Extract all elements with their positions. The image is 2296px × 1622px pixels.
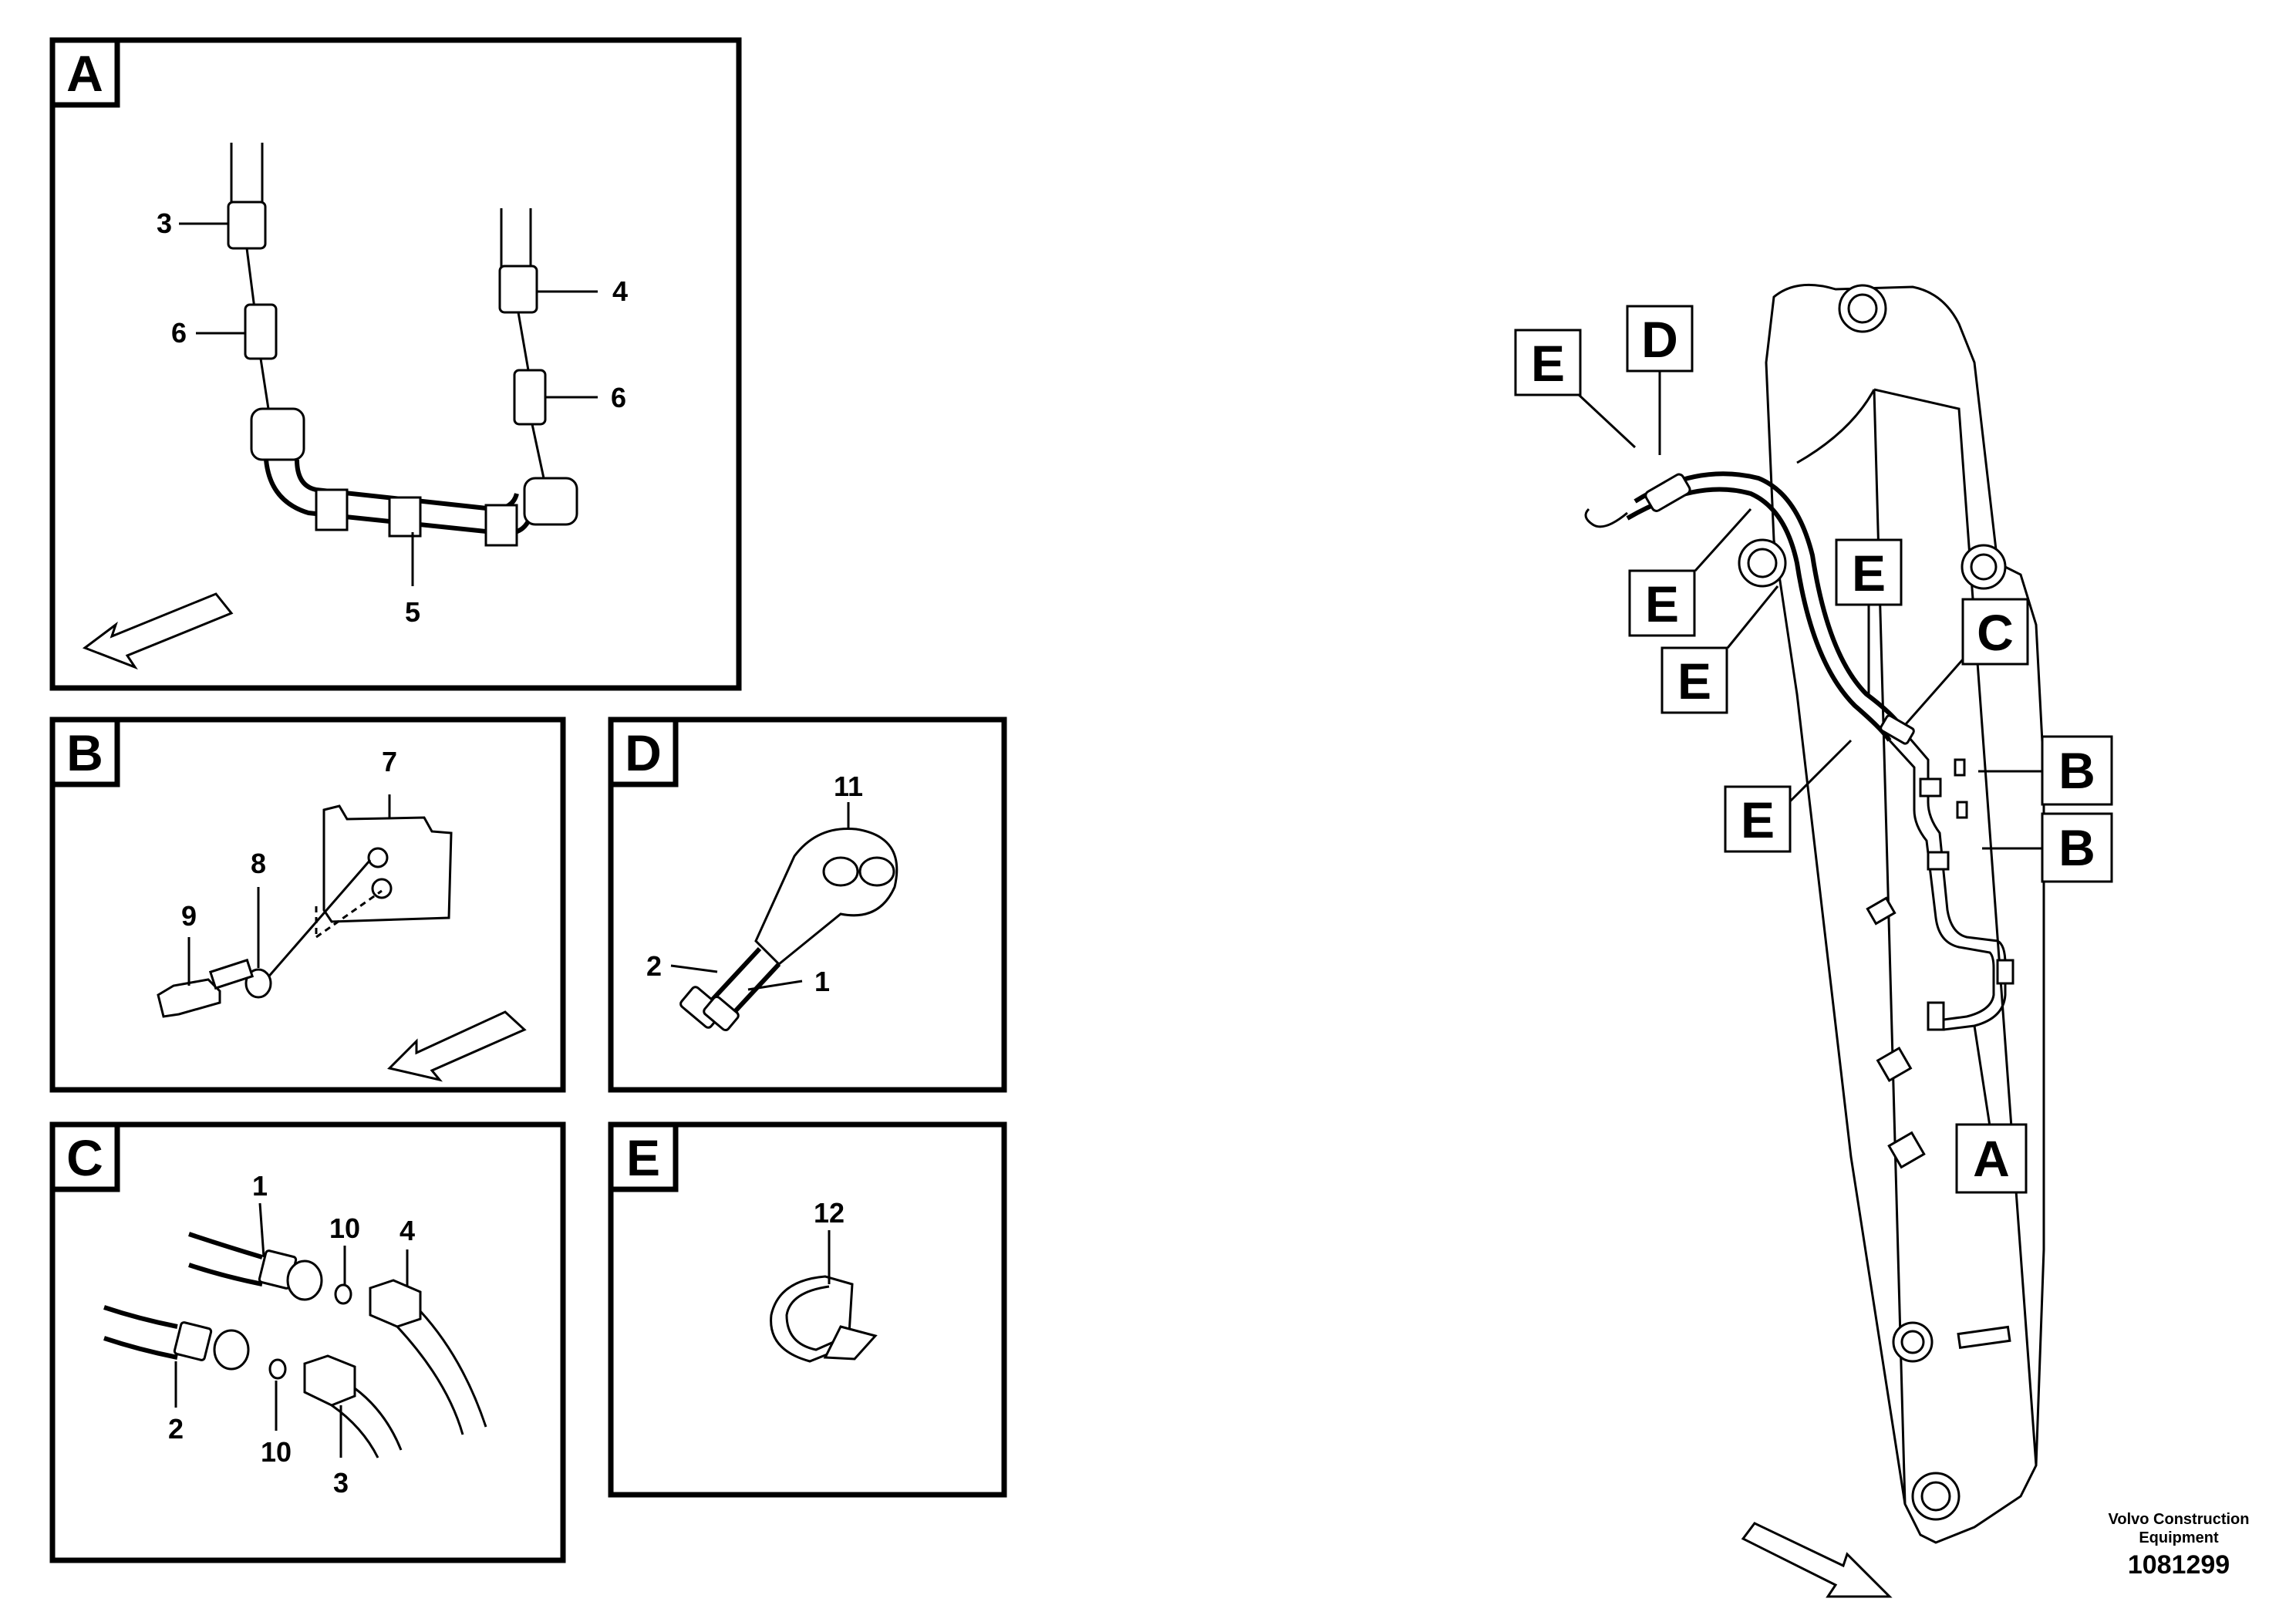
panel-a-label-5: 5 <box>405 596 420 628</box>
panel-d-label-11: 11 <box>834 771 863 802</box>
boom-callout-b1: B <box>2041 735 2113 806</box>
nut-lower-left <box>250 407 305 461</box>
svg-text:A: A <box>1973 1130 2010 1187</box>
direction-arrow-icon <box>82 592 234 670</box>
nut-part-3 <box>227 201 267 250</box>
panel-c-label-1: 1 <box>252 1170 268 1202</box>
panel-c: C 1 10 4 2 10 3 <box>49 1121 566 1563</box>
boom-pin-mid <box>1738 538 1787 588</box>
direction-arrow-icon <box>1741 1522 1893 1598</box>
boom-callout-b2: B <box>2041 812 2113 883</box>
svg-text:B: B <box>2058 819 2095 876</box>
panel-d-title: D <box>625 724 662 781</box>
panel-c-label-10-lower: 10 <box>261 1436 292 1468</box>
panel-b-tag-box <box>49 717 120 787</box>
svg-text:E: E <box>1852 545 1886 602</box>
panel-a-label-6-left: 6 <box>171 317 187 349</box>
boom-pin-lower <box>1892 1321 1934 1363</box>
panel-e: E 12 <box>608 1121 1007 1498</box>
panel-a-label-6-right: 6 <box>611 382 626 413</box>
boom-callout-e1: E <box>1514 329 1582 396</box>
boom-pin-top <box>1838 284 1887 333</box>
panel-a-label-3: 3 <box>157 207 172 239</box>
svg-text:B: B <box>2058 742 2095 799</box>
panel-e-title: E <box>626 1129 660 1186</box>
nut-lower-right <box>523 477 578 526</box>
hose-end-d <box>1644 473 1691 512</box>
panel-a-frame <box>49 37 742 691</box>
pipe-sleeve-right <box>484 504 518 547</box>
panel-a: A 3 4 6 6 5 <box>49 37 742 691</box>
direction-arrow-icon <box>387 1010 527 1082</box>
cap-part-4 <box>369 1279 422 1328</box>
company-credit: Volvo Construction Equipment <box>2108 1511 2250 1546</box>
fitting-part-1 <box>703 995 740 1032</box>
oring-part-10-upper <box>334 1283 352 1305</box>
panel-d-label-1: 1 <box>814 966 830 997</box>
adapter-part-6-left <box>244 303 278 360</box>
svg-text:E: E <box>1531 335 1565 392</box>
svg-text:E: E <box>1645 575 1679 632</box>
strap-part-12 <box>770 1275 854 1363</box>
panel-c-label-10-upper: 10 <box>329 1212 360 1244</box>
pipe-sleeve-mid <box>388 496 422 538</box>
hose-fitting-2 <box>173 1321 213 1361</box>
panel-d: D 11 2 1 <box>608 717 1007 1093</box>
panel-c-label-2: 2 <box>168 1413 184 1445</box>
panel-e-label-12: 12 <box>814 1197 845 1229</box>
panel-c-frame <box>49 1121 566 1563</box>
panel-d-frame <box>608 717 1007 1093</box>
svg-text:E: E <box>1741 791 1775 848</box>
boom-callout-c: C <box>1961 598 2029 666</box>
panel-a-title: A <box>66 45 103 102</box>
boom-callout-e5: E <box>1724 785 1792 853</box>
panel-b-label-8: 8 <box>251 848 266 879</box>
adapter-part-6-right <box>513 369 547 426</box>
nut-part-4 <box>498 265 538 314</box>
panel-b-title: B <box>66 724 103 781</box>
svg-text:C: C <box>1977 604 2014 661</box>
panel-c-label-3: 3 <box>333 1467 349 1499</box>
panel-b-label-7: 7 <box>382 746 397 777</box>
panel-c-title: C <box>66 1129 103 1186</box>
boom-pin-upper-right <box>1961 544 2007 590</box>
panel-d-tag-box <box>608 717 679 787</box>
panel-a-label-4: 4 <box>612 275 628 307</box>
boom-callout-e4: E <box>1835 538 1903 606</box>
panel-a-tag-box <box>49 37 120 108</box>
panel-e-tag-box <box>608 1121 679 1192</box>
panel-c-tag-box <box>49 1121 120 1192</box>
boom-callout-e3: E <box>1660 646 1728 714</box>
svg-text:E: E <box>1677 653 1711 710</box>
pipe-sleeve-left <box>315 488 349 531</box>
panel-b-label-9: 9 <box>181 900 197 932</box>
nut-c-upper <box>286 1259 323 1301</box>
svg-text:D: D <box>1641 311 1678 368</box>
panel-b-frame <box>49 717 566 1093</box>
boom-pin-bottom <box>1911 1472 1961 1521</box>
boom-callout-e2: E <box>1628 569 1696 637</box>
document-number: 1081299 <box>2127 1550 2230 1580</box>
boom-callout-a: A <box>1955 1123 2028 1194</box>
boom-assembly: E D E E E C B B <box>1514 283 2113 1598</box>
bolt-part-9 <box>157 978 221 1018</box>
oring-part-10-lower <box>268 1358 287 1380</box>
clamp-part-11 <box>754 827 899 966</box>
panel-d-label-2: 2 <box>646 950 662 982</box>
cap-part-3 <box>303 1354 356 1407</box>
nut-c-lower <box>213 1329 250 1371</box>
panel-c-label-4: 4 <box>400 1215 415 1246</box>
plate-part-7 <box>322 804 453 923</box>
panel-b: B 7 8 9 <box>49 717 566 1093</box>
panel-e-frame <box>608 1121 1007 1498</box>
boom-callout-d: D <box>1626 305 1694 373</box>
